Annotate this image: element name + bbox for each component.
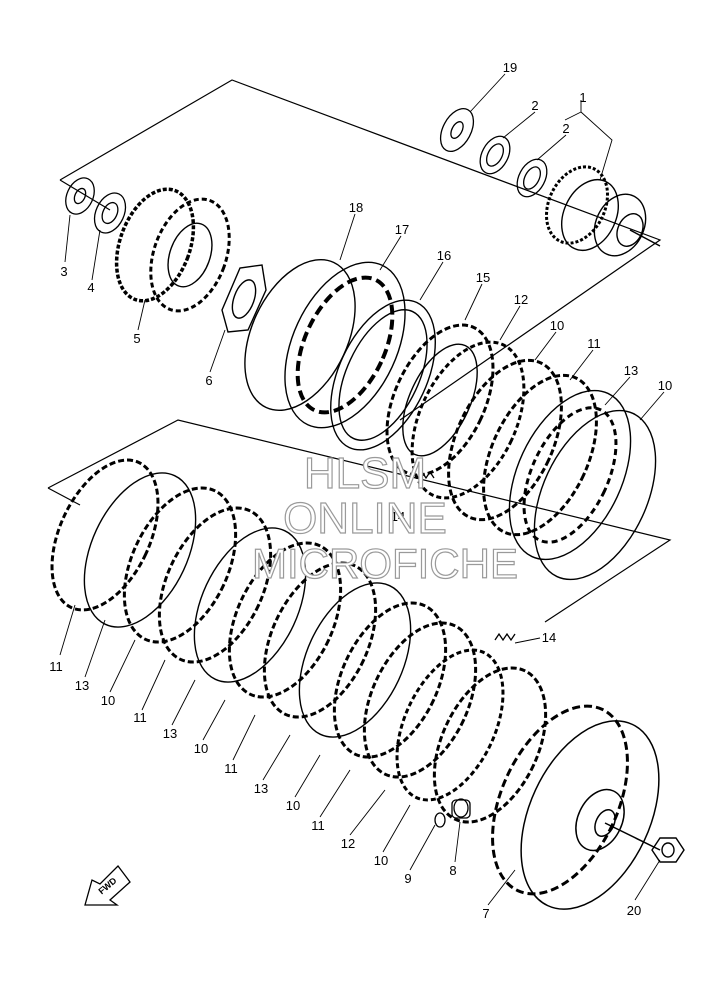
leader-lines xyxy=(59,73,665,906)
lock-nut xyxy=(651,837,685,863)
callout-12b: 12 xyxy=(341,836,355,851)
clutch-boss xyxy=(114,187,231,313)
nut xyxy=(221,264,267,333)
callout-1: 1 xyxy=(579,90,586,105)
judder-seat-plate xyxy=(330,299,436,451)
callout-14b: 14 xyxy=(542,630,556,645)
callout-3: 3 xyxy=(60,264,67,279)
thrust-washer xyxy=(439,108,475,152)
watermark-line3: MICROFICHE xyxy=(252,540,518,587)
callout-6: 6 xyxy=(205,373,212,388)
callout-13: 13 xyxy=(624,363,638,378)
bushing xyxy=(451,798,471,819)
watermark: HLSM ONLINE MICROFICHE xyxy=(251,448,518,587)
judder-spring-plate xyxy=(284,261,406,429)
bolt xyxy=(434,812,446,828)
callout-8: 8 xyxy=(449,863,456,878)
watermark-line1: HLSM xyxy=(304,449,426,498)
callout-18: 18 xyxy=(349,200,363,215)
upper-plate-stack xyxy=(410,340,657,581)
callout-20: 20 xyxy=(627,903,641,918)
callout-10: 10 xyxy=(550,318,564,333)
washer xyxy=(65,177,95,215)
needle-bearing xyxy=(479,135,548,198)
callout-10f: 10 xyxy=(374,853,388,868)
callout-11e: 11 xyxy=(311,818,325,833)
pressure-plate xyxy=(385,323,495,477)
callout-2: 2 xyxy=(531,98,538,113)
callout-19: 19 xyxy=(503,60,517,75)
callout-4: 4 xyxy=(87,280,94,295)
callout-10c: 10 xyxy=(101,693,115,708)
bearing xyxy=(93,192,127,234)
clutch-housing xyxy=(491,704,661,910)
callout-16: 16 xyxy=(437,248,451,263)
callout-14: 14 xyxy=(391,509,405,524)
callout-9: 9 xyxy=(404,871,411,886)
callout-10e: 10 xyxy=(286,798,300,813)
callout-13c: 13 xyxy=(163,726,177,741)
callout-15: 15 xyxy=(476,270,490,285)
callout-11b: 11 xyxy=(49,659,63,674)
callout-12: 12 xyxy=(514,292,528,307)
callout-10d: 10 xyxy=(194,741,208,756)
callout-11c: 11 xyxy=(133,710,147,725)
lower-group-frame xyxy=(47,419,672,623)
callout-13d: 13 xyxy=(254,781,268,796)
callout-17: 17 xyxy=(395,222,409,237)
lower-plate-stack xyxy=(50,458,548,824)
callout-11: 11 xyxy=(587,336,601,351)
callout-10b: 10 xyxy=(658,378,672,393)
watermark-line2: ONLINE xyxy=(283,494,447,543)
callout-7: 7 xyxy=(482,906,489,921)
callout-2b: 2 xyxy=(562,121,569,136)
upper-group-frame xyxy=(59,79,662,421)
callout-labels: 19 2 1 2 18 17 16 3 4 5 6 15 12 10 11 13… xyxy=(49,60,672,921)
clutch-spring xyxy=(409,470,516,642)
callout-5: 5 xyxy=(133,331,140,346)
primary-driven-gear xyxy=(545,165,661,257)
callout-13b: 13 xyxy=(75,678,89,693)
forward-direction-arrow: FWD xyxy=(84,865,131,906)
callout-11d: 11 xyxy=(224,761,238,776)
